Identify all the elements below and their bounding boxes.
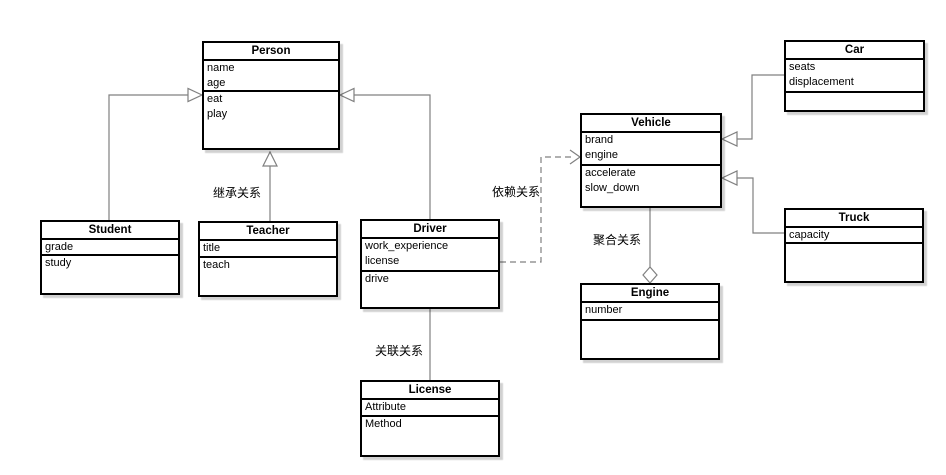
methods-section: teach — [200, 258, 336, 295]
inheritance-relationship-label: 继承关系 — [213, 186, 262, 200]
attribute: title — [203, 242, 221, 254]
attributes-section: name age — [204, 61, 338, 92]
association-relationship-label: 关联关系 — [375, 344, 424, 358]
class-title: License — [362, 382, 498, 400]
attribute: age — [207, 77, 226, 89]
generalization-arrowhead-icon — [187, 87, 204, 103]
attributes-section: work_experience license — [362, 239, 498, 272]
method: eat — [207, 93, 223, 105]
method: study — [45, 257, 72, 269]
generalization-arrowhead-icon — [720, 170, 738, 186]
class-box-teacher: Teacher title teach — [198, 221, 338, 297]
edge-car-vehicle-line — [737, 74, 784, 140]
attribute: name — [207, 62, 235, 74]
class-title: Person — [204, 43, 338, 61]
class-title: Vehicle — [582, 115, 720, 133]
class-box-driver: Driver work_experience license drive — [360, 219, 500, 309]
class-box-student: Student grade study — [40, 220, 180, 295]
attribute: brand — [585, 134, 614, 146]
class-box-car: Car seats displacement — [784, 40, 925, 112]
class-title: Truck — [786, 210, 922, 228]
attribute: work_experience — [365, 240, 449, 252]
dependency-open-arrowhead-icon — [569, 149, 582, 165]
class-title: Teacher — [200, 223, 336, 241]
method: play — [207, 108, 228, 120]
aggregation-diamond-icon — [642, 266, 658, 284]
generalization-arrowhead-icon — [262, 150, 278, 167]
class-title: Student — [42, 222, 178, 240]
attribute: Attribute — [365, 401, 406, 413]
attribute: seats — [789, 61, 816, 73]
methods-section — [582, 321, 718, 358]
attribute: capacity — [789, 229, 830, 241]
class-box-truck: Truck capacity — [784, 208, 924, 283]
attribute: number — [585, 304, 623, 316]
edge-driver-vehicle-dashed-line — [500, 156, 571, 263]
generalization-arrowhead-icon — [338, 87, 355, 103]
attributes-section: number — [582, 303, 718, 321]
methods-section: Method — [362, 417, 498, 455]
dependency-relationship-label: 依赖关系 — [492, 185, 541, 199]
class-title: Driver — [362, 221, 498, 239]
class-box-license: License Attribute Method — [360, 380, 500, 457]
methods-section: study — [42, 256, 178, 293]
attributes-section: seats displacement — [786, 60, 923, 93]
attribute: engine — [585, 149, 619, 161]
generalization-arrowhead-icon — [720, 131, 738, 147]
attributes-section: title — [200, 241, 336, 258]
attribute: license — [365, 255, 400, 267]
attributes-section: Attribute — [362, 400, 498, 417]
methods-section: accelerate slow_down — [582, 166, 720, 206]
class-box-person: Person name age eat play — [202, 41, 340, 150]
class-box-engine: Engine number — [580, 283, 720, 360]
class-title: Engine — [582, 285, 718, 303]
method: slow_down — [585, 182, 640, 194]
edge-driver-person-line — [354, 94, 431, 219]
edge-student-person-line — [108, 94, 188, 220]
methods-section: eat play — [204, 92, 338, 148]
class-box-vehicle: Vehicle brand engine accelerate slow_dow… — [580, 113, 722, 208]
attributes-section: grade — [42, 240, 178, 256]
method: teach — [203, 259, 230, 271]
attribute: grade — [45, 241, 74, 253]
attributes-section: brand engine — [582, 133, 720, 166]
methods-section — [786, 93, 923, 110]
attribute: displacement — [789, 76, 854, 88]
method: Method — [365, 418, 402, 430]
methods-section — [786, 244, 922, 281]
methods-section: drive — [362, 272, 498, 307]
aggregation-relationship-label: 聚合关系 — [593, 233, 642, 247]
edge-truck-vehicle-line — [737, 177, 784, 234]
attributes-section: capacity — [786, 228, 922, 244]
method: accelerate — [585, 167, 636, 179]
method: drive — [365, 273, 389, 285]
class-title: Car — [786, 42, 923, 60]
